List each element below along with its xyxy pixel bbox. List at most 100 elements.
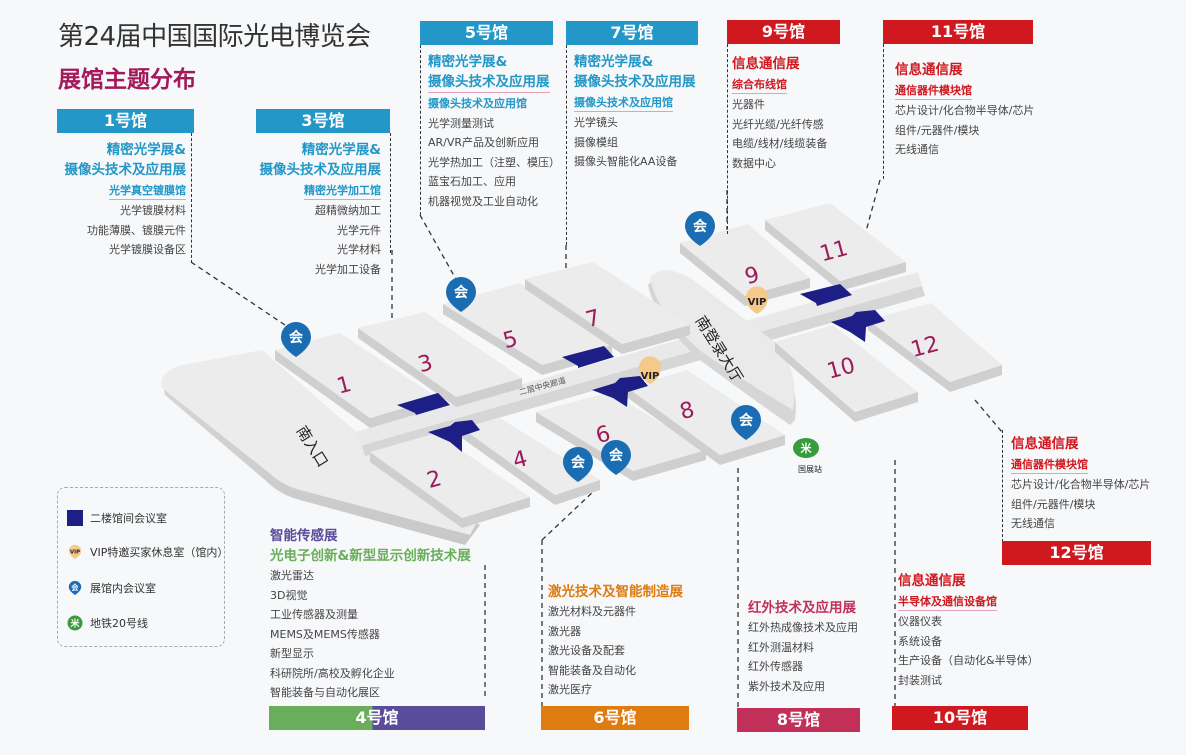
hall-8-expo: 红外技术及应用展 bbox=[748, 600, 856, 616]
meeting-pin-label: 会 bbox=[739, 412, 754, 429]
hall-number-9: 9 bbox=[742, 262, 762, 290]
vip-pin: VIP bbox=[639, 356, 661, 384]
hall-block-3 bbox=[358, 312, 522, 407]
legend-label: 地铁20号线 bbox=[90, 617, 148, 630]
hall-block-12 bbox=[868, 303, 1002, 392]
hall-12-sub-hall: 通信器件模块馆 bbox=[1011, 456, 1088, 474]
hall-5-item: 机器视觉及工业自动化 bbox=[428, 194, 538, 208]
hall-9-item: 数据中心 bbox=[732, 156, 776, 170]
hall-block-10 bbox=[775, 325, 918, 422]
hall-11-panel: 信息通信展 通信器件模块馆 芯片设计/化合物半导体/芯片 组件/元器件/模块 无… bbox=[895, 60, 1055, 160]
hall-3-expo-line1: 精密光学展& bbox=[301, 142, 381, 158]
hall-1-item: 功能薄膜、镀膜元件 bbox=[87, 223, 186, 237]
hall-5-item: 光学热加工（注塑、模压） bbox=[428, 155, 560, 169]
hall-11-item: 芯片设计/化合物半导体/芯片 bbox=[895, 104, 1035, 117]
map-legend: 二楼馆间会议室 VIP VIP特邀买家休息室（馆内） 会 展馆内会议室 米 地铁… bbox=[57, 487, 228, 647]
hall-number-3: 3 bbox=[415, 350, 435, 378]
legend-item: 会 展馆内会议室 bbox=[67, 580, 156, 596]
hall-3-item: 光学材料 bbox=[337, 243, 381, 256]
leader-line bbox=[1002, 430, 1003, 542]
navy-room-1-3 bbox=[397, 393, 450, 415]
leader-line bbox=[883, 44, 884, 179]
hall-7-item: 摄像头智能化AA设备 bbox=[574, 155, 678, 168]
hall-7-expo-line1: 精密光学展& bbox=[574, 54, 654, 70]
hall-4-item: MEMS及MEMS传感器 bbox=[270, 627, 380, 641]
hall-4-item: 新型显示 bbox=[270, 647, 314, 660]
hall-9-item: 光纤光缆/光纤传感 bbox=[732, 117, 824, 131]
hall-8-item: 红外热成像技术及应用 bbox=[748, 621, 858, 634]
hall-5-sub-hall: 摄像头技术及应用馆 bbox=[428, 97, 527, 110]
hall-6-item: 智能装备及自动化 bbox=[548, 663, 636, 677]
hall-number-5: 5 bbox=[500, 326, 520, 354]
meeting-pin-icon: 会 bbox=[601, 440, 631, 475]
hall-5-expo-line1: 精密光学展& bbox=[428, 54, 508, 70]
hall-9-sub-hall: 综合布线馆 bbox=[732, 76, 787, 94]
hall-4-expo-line1: 智能传感展 bbox=[270, 528, 338, 544]
svg-text:米: 米 bbox=[800, 441, 813, 455]
hall-1-sub-hall: 光学真空镀膜馆 bbox=[109, 182, 186, 200]
navy-room-9-11 bbox=[800, 284, 852, 306]
hall-1-panel: 精密光学展& 摄像头技术及应用展 光学真空镀膜馆 光学镀膜材料 功能薄膜、镀膜元… bbox=[50, 140, 186, 260]
hall-4-item: 3D视觉 bbox=[270, 588, 308, 602]
legend-label: 二楼馆间会议室 bbox=[90, 512, 167, 525]
hall-4-header: 4号馆 bbox=[269, 706, 485, 730]
hall-3-item: 超精微纳加工 bbox=[315, 204, 381, 217]
hall-5-item: AR/VR产品及创新应用 bbox=[428, 136, 540, 150]
hall-5-panel: 精密光学展& 摄像头技术及应用展 摄像头技术及应用馆 光学测量测试 AR/VR产… bbox=[428, 52, 563, 211]
navy-room-10-12 bbox=[831, 310, 885, 342]
vip-pin: VIP bbox=[745, 286, 769, 314]
hall-11-item: 组件/元器件/模块 bbox=[895, 123, 980, 137]
metro-icon bbox=[793, 438, 819, 458]
meeting-pin-label: 会 bbox=[571, 454, 586, 471]
hall-12-item: 芯片设计/化合物半导体/芯片 bbox=[1011, 478, 1151, 491]
leader-line bbox=[727, 44, 728, 234]
hall-10-panel: 信息通信展 半导体及通信设备馆 仪器仪表 系统设备 生产设备（自动化&半导体） … bbox=[898, 571, 1048, 690]
south-entrance-plaza bbox=[161, 350, 480, 545]
hall-1-item: 光学镀膜材料 bbox=[120, 204, 186, 217]
hall-block-2 bbox=[370, 433, 530, 528]
hall-8-item: 红外测温材料 bbox=[748, 640, 814, 654]
vip-label: VIP bbox=[641, 371, 660, 382]
hall-12-header: 12号馆 bbox=[1002, 541, 1151, 565]
hall-8-header: 8号馆 bbox=[737, 708, 860, 732]
hall-number-labels: 1 2 3 4 5 6 7 8 9 10 11 12 bbox=[334, 236, 942, 494]
hall-12-item: 组件/元器件/模块 bbox=[1011, 497, 1096, 511]
hall-6-item: 激光器 bbox=[548, 624, 581, 638]
hall-block-1 bbox=[275, 333, 438, 428]
meeting-pin-icon: 会 bbox=[68, 580, 82, 596]
hall-5-header: 5号馆 bbox=[420, 21, 553, 45]
navy-room-5-7 bbox=[562, 346, 614, 368]
meeting-pin-icon: 会 bbox=[446, 277, 476, 312]
meeting-pin-label: 会 bbox=[693, 218, 708, 235]
hall-4-item: 智能装备与自动化展区 bbox=[270, 686, 380, 699]
hall-7-sub-hall: 摄像头技术及应用馆 bbox=[574, 94, 673, 112]
hall-block-4 bbox=[462, 418, 600, 505]
hall-4-panel: 智能传感展 光电子创新&新型显示创新技术展 激光雷达 3D视觉 工业传感器及测量… bbox=[270, 526, 485, 703]
leader-lines bbox=[190, 179, 1003, 712]
hall-12-item: 无线通信 bbox=[1011, 517, 1055, 530]
hall-10-item: 封装测试 bbox=[898, 673, 942, 687]
meeting-pin-icon: 会 bbox=[563, 447, 593, 482]
leader-line bbox=[390, 133, 391, 253]
meeting-pin-label: 会 bbox=[289, 329, 304, 346]
svg-text:会: 会 bbox=[71, 583, 79, 592]
hall-3-item: 光学加工设备 bbox=[315, 262, 381, 276]
hall-9-item: 光器件 bbox=[732, 98, 765, 111]
hall-1-header: 1号馆 bbox=[57, 109, 194, 133]
hall-4-item: 工业传感器及测量 bbox=[270, 608, 358, 621]
hall-6-header: 6号馆 bbox=[541, 706, 689, 730]
hall-10-sub-hall: 半导体及通信设备馆 bbox=[898, 593, 997, 611]
hall-11-item: 无线通信 bbox=[895, 143, 939, 156]
hall-6-panel: 激光技术及智能制造展 激光材料及元器件 激光器 激光设备及配套 智能装备及自动化… bbox=[548, 582, 698, 700]
hall-number-8: 8 bbox=[677, 397, 697, 425]
hall-5-item: 光学测量测试 bbox=[428, 116, 494, 130]
hall-4-item: 科研院所/高校及孵化企业 bbox=[270, 666, 395, 680]
south-lobby bbox=[648, 270, 796, 425]
hall-6-item: 激光设备及配套 bbox=[548, 644, 625, 657]
hall-11-header: 11号馆 bbox=[883, 20, 1033, 44]
meeting-pin-icon: 会 bbox=[281, 322, 311, 357]
hall-number-4: 4 bbox=[510, 446, 530, 474]
leader-line bbox=[420, 45, 421, 215]
hall-number-7: 7 bbox=[583, 305, 603, 333]
